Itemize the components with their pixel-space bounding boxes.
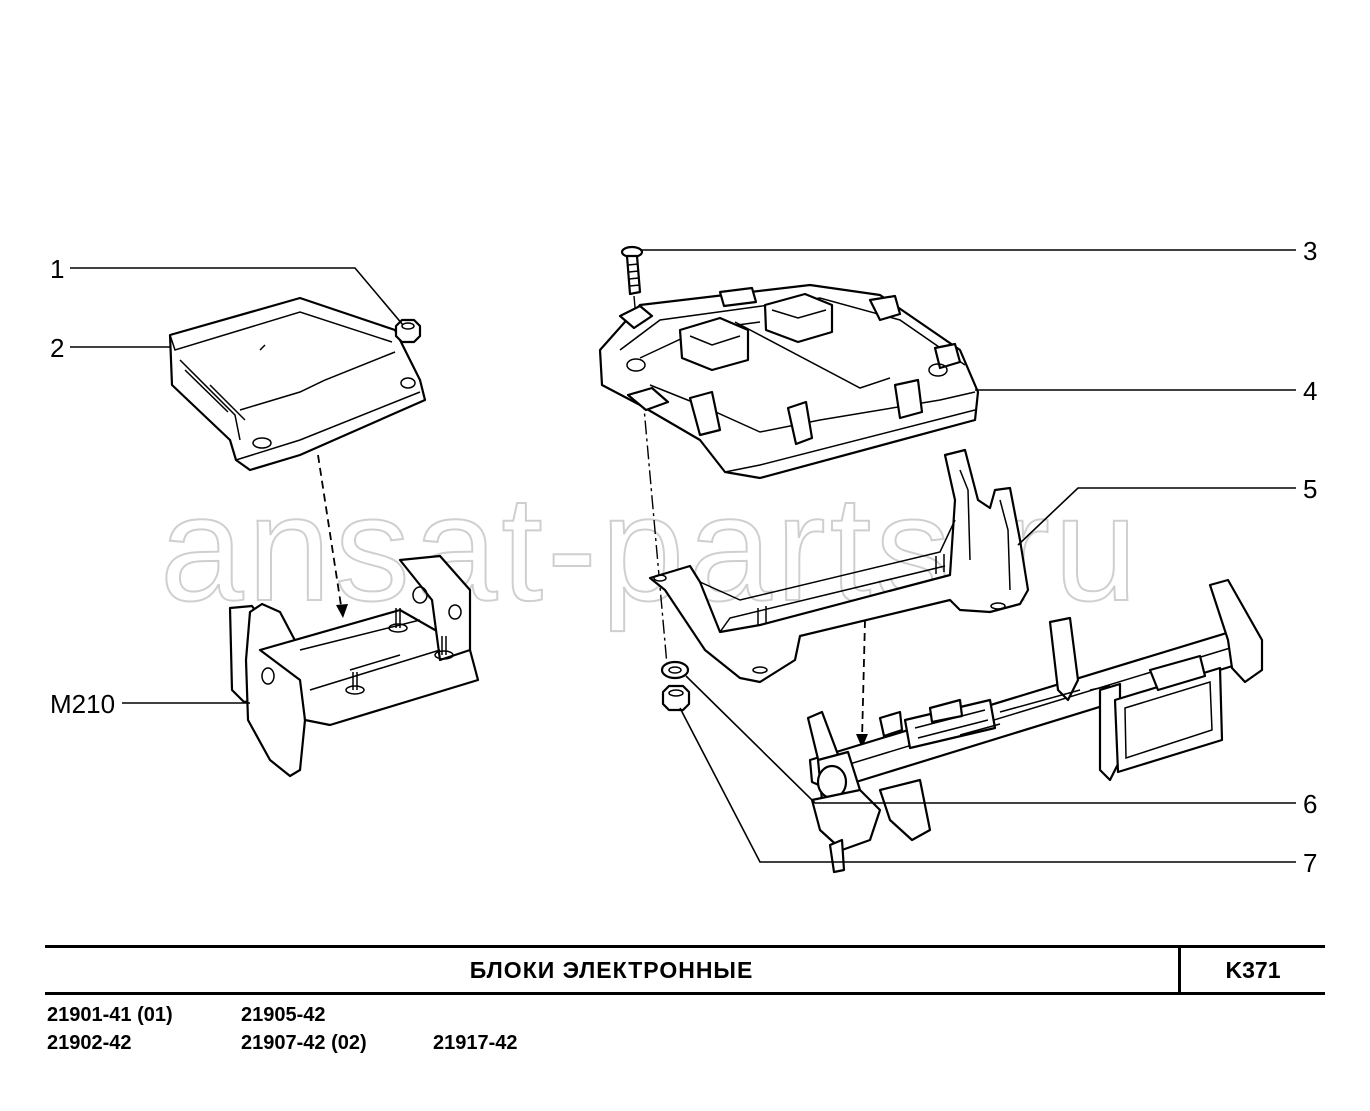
part-1-nut [394, 318, 422, 344]
leader-5 [1017, 487, 1296, 546]
model-code: 21907-42 (02) [241, 1032, 367, 1054]
part-4-engine-control-unit [598, 283, 980, 480]
bracket-m210 [228, 554, 480, 778]
assembly-line-right [861, 619, 866, 741]
callout-4: 4 [1303, 376, 1317, 406]
part-5-bracket [648, 448, 1030, 684]
cross-member-frame [806, 578, 1264, 874]
callout-2: 2 [50, 333, 64, 363]
leader-6 [685, 675, 1296, 804]
callout-7: 7 [1303, 848, 1317, 878]
part-6-washer [660, 660, 690, 680]
title-block: БЛОКИ ЭЛЕКТРОННЫЕ K371 [45, 945, 1325, 995]
callout-1: 1 [50, 254, 64, 284]
callout-6: 6 [1303, 789, 1317, 819]
part-3-screw [620, 245, 644, 296]
leader-7 [679, 707, 1296, 863]
part-7-nut [661, 684, 691, 712]
model-code: 21901-41 (01) [47, 1004, 173, 1026]
callout-m210: M210 [50, 689, 115, 719]
sheet-code: K371 [1225, 957, 1281, 983]
assembly-arrow-left [336, 604, 348, 618]
model-code: 21917-42 [433, 1032, 518, 1054]
part-2-control-unit [168, 296, 427, 472]
callout-5: 5 [1303, 474, 1317, 504]
assembly-line-left [317, 454, 343, 613]
exploded-parts-diagram: ansat-parts.ru [50, 236, 1317, 878]
model-code: 21905-42 [241, 1004, 326, 1026]
model-code: 21902-42 [47, 1032, 132, 1054]
assembly-arrow-right [856, 734, 868, 748]
title-divider [1178, 948, 1181, 992]
callout-3: 3 [1303, 236, 1317, 266]
leader-1 [70, 267, 404, 326]
page-title: БЛОКИ ЭЛЕКТРОННЫЕ [469, 957, 754, 983]
